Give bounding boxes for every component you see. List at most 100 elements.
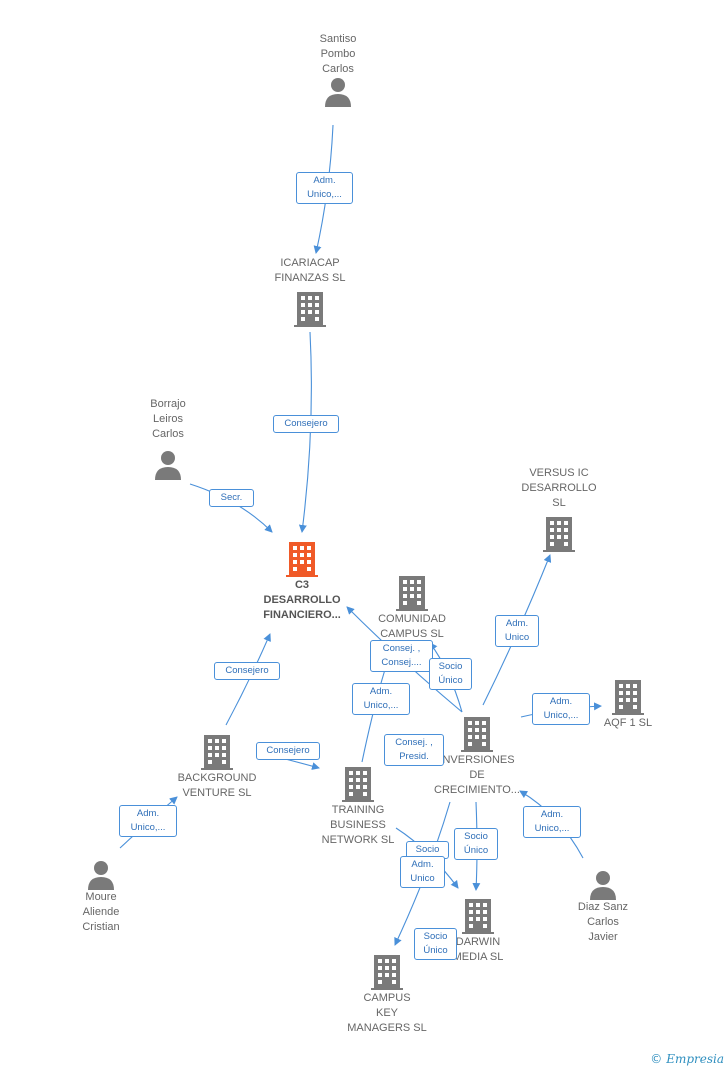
person-borrajo[interactable]: Borrajo Leiros Carlos: [130, 397, 206, 480]
person-icon: [590, 871, 616, 900]
relation-text: Adm.: [505, 618, 529, 629]
relation-text: Consej. ,: [382, 643, 421, 654]
company-name-line: FINANZAS SL: [274, 272, 346, 284]
person-name-line: Aliende: [82, 906, 120, 918]
relation-text: Unico,...: [130, 822, 166, 833]
company-name-line: CRECIMIENTO...: [434, 784, 520, 796]
relation-label[interactable]: Consejero: [256, 742, 320, 760]
relation-label[interactable]: Consejero: [273, 415, 339, 433]
relation-text: Socio: [438, 661, 463, 672]
building-icon: [543, 517, 575, 552]
relation-label[interactable]: Adm. Unico,...: [296, 172, 353, 204]
person-name-line: Diaz Sanz: [577, 901, 629, 913]
person-name-line: Leiros: [153, 413, 183, 425]
relation-label[interactable]: Adm. Unico,...: [532, 693, 590, 725]
company-name-line: ICARIACAP: [280, 257, 340, 269]
person-icon: [325, 78, 351, 107]
relation-text: Único: [438, 675, 463, 686]
relation-text: Adm.: [136, 808, 160, 819]
building-icon: [201, 735, 233, 770]
company-c3-main[interactable]: C3 DESARROLLO FINANCIERO...: [240, 540, 364, 623]
person-santiso[interactable]: Santiso Pombo Carlos: [300, 32, 376, 107]
building-icon: [461, 717, 493, 752]
company-name-line: BUSINESS: [330, 819, 386, 831]
person-name-line: Cristian: [82, 921, 120, 933]
company-name-line: VENTURE SL: [182, 787, 252, 799]
person-name-line: Pombo: [320, 48, 356, 60]
company-name-line: VERSUS IC: [529, 467, 589, 479]
building-icon: [286, 542, 318, 577]
person-name-line: Javier: [588, 931, 618, 943]
relation-text: Adm.: [540, 809, 564, 820]
company-comunidad-campus[interactable]: COMUNIDAD CAMPUS SL: [362, 574, 462, 642]
person-moure[interactable]: Moure Aliende Cristian: [64, 860, 138, 935]
relation-text: Consej. ,: [395, 737, 433, 748]
relation-text: Unico,...: [307, 189, 342, 200]
relation-label[interactable]: Adm. Unico,...: [119, 805, 177, 837]
relation-text: Adm.: [549, 696, 573, 707]
relation-text: Unico: [410, 873, 435, 884]
relation-text: Adm.: [411, 859, 434, 870]
company-name-line: SL: [552, 497, 566, 509]
relation-text: Único: [463, 845, 489, 856]
company-name-line: C3: [294, 579, 310, 591]
person-icon: [155, 451, 181, 480]
person-name-line: Moure: [85, 891, 117, 903]
company-name-line: CAMPUS: [363, 992, 411, 1004]
relation-text: Unico: [504, 632, 530, 643]
company-training-business[interactable]: TRAINING BUSINESS NETWORK SL: [303, 765, 413, 848]
person-name-line: Carlos: [587, 916, 619, 928]
relation-text: Socio: [415, 844, 440, 855]
relation-text: Adm.: [369, 686, 393, 697]
person-diaz-sanz[interactable]: Diaz Sanz Carlos Javier: [560, 870, 646, 945]
relation-label[interactable]: Adm. Unico: [495, 615, 539, 647]
company-background-venture[interactable]: BACKGROUND VENTURE SL: [162, 733, 272, 801]
building-icon: [294, 292, 326, 327]
relation-label[interactable]: Consej. , Consej....: [370, 640, 433, 672]
building-icon: [342, 767, 374, 802]
relation-label[interactable]: Socio Único: [454, 828, 498, 860]
relation-text: Unico,...: [363, 700, 399, 711]
building-icon: [371, 955, 403, 990]
company-versus[interactable]: VERSUS IC DESARROLLO SL: [507, 466, 611, 553]
company-inversiones-crecimiento[interactable]: INVERSIONES DE CRECIMIENTO...: [418, 715, 536, 798]
company-name-line: MANAGERS SL: [347, 1022, 427, 1034]
relation-label[interactable]: Consejero: [214, 662, 280, 680]
building-icon: [462, 899, 494, 934]
brand-logo: Empresia: [666, 1052, 724, 1066]
relation-text: Unico,...: [534, 823, 570, 834]
relation-label[interactable]: Socio Único: [414, 928, 457, 960]
company-name-line: FINANCIERO...: [263, 609, 341, 621]
company-name-line: TRAINING: [331, 804, 385, 816]
person-name-line: Carlos: [322, 63, 354, 75]
company-name-line: COMUNIDAD: [378, 613, 446, 625]
company-name-line: DESARROLLO: [263, 594, 341, 606]
person-name-line: Carlos: [152, 428, 184, 440]
relation-label[interactable]: Adm. Unico: [400, 856, 445, 888]
person-name-line: Borrajo: [150, 398, 186, 410]
company-name-line: CAMPUS SL: [380, 628, 444, 640]
company-name-line: MEDIA SL: [452, 951, 504, 963]
relation-text: Consejero: [225, 665, 269, 676]
relation-label[interactable]: Socio Único: [429, 658, 472, 690]
company-darwin-media[interactable]: DARWIN MEDIA SL: [440, 897, 516, 965]
person-icon: [88, 861, 114, 890]
company-name-line: NETWORK SL: [321, 834, 395, 846]
relation-text: Consejero: [284, 418, 328, 429]
relation-label[interactable]: Secr.: [209, 489, 254, 507]
company-name-line: KEY: [375, 1007, 398, 1019]
relation-label[interactable]: Consej. , Presid.: [384, 734, 444, 766]
company-name-line: DESARROLLO: [521, 482, 597, 494]
relation-text: Secr.: [220, 492, 243, 503]
empresia-footer[interactable]: ©Empresia: [650, 1052, 724, 1066]
building-icon: [396, 576, 428, 611]
relation-text: Consej....: [381, 657, 422, 668]
company-campus-key-managers[interactable]: CAMPUS KEY MANAGERS SL: [332, 953, 442, 1036]
company-aqf[interactable]: AQF 1 SL: [594, 678, 662, 731]
company-name-line: DARWIN: [455, 936, 501, 948]
relation-label[interactable]: Adm. Unico,...: [352, 683, 410, 715]
building-icon: [612, 680, 644, 715]
relation-text: Único: [423, 945, 448, 956]
company-icariacap[interactable]: ICARIACAP FINANZAS SL: [255, 256, 365, 328]
relation-label[interactable]: Adm. Unico,...: [523, 806, 581, 838]
